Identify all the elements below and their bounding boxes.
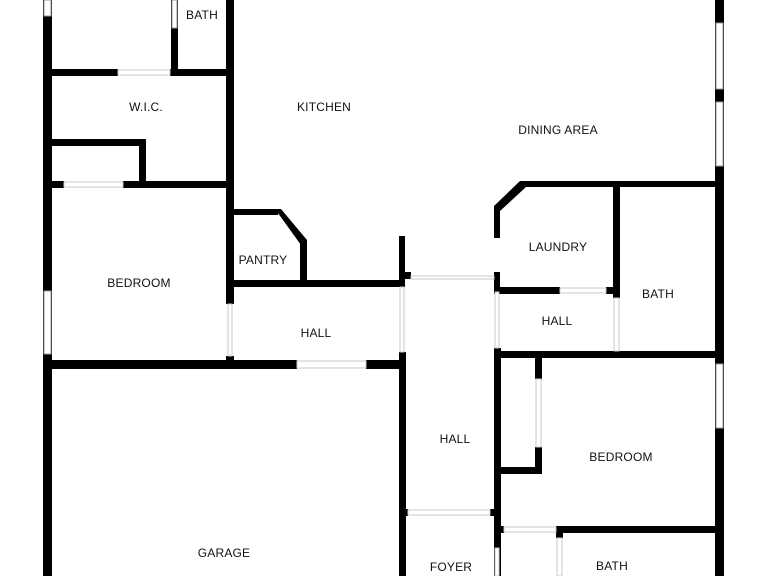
wall-pantry-top (230, 209, 278, 215)
wall-closet-right-top (535, 351, 542, 379)
wall-bath-bottom-left (556, 526, 563, 538)
wall-hall-right-lower (494, 348, 501, 576)
window-bath-top (171, 0, 178, 29)
wall-hall-right-upper (494, 272, 500, 292)
door-wic-closet (63, 181, 124, 188)
wall-wic-top-a (52, 69, 118, 76)
label-garage: GARAGE (198, 546, 251, 560)
label-laundry: LAUNDRY (529, 240, 588, 254)
label-bath-right: BATH (642, 287, 674, 301)
opening-foyer (407, 509, 491, 516)
label-hall-right: HALL (542, 314, 573, 328)
wall-bedroom-right (226, 188, 234, 304)
wall-wic-bottom-b (123, 181, 234, 188)
label-hall-left: HALL (301, 326, 332, 340)
wall-laundry-angle (494, 181, 526, 238)
wall-bath-bottom-top-a (494, 526, 504, 533)
windows (43, 0, 724, 429)
door-laundry (559, 287, 607, 294)
room-labels: BATH W.I.C. KITCHEN DINING AREA LAUNDRY … (107, 8, 674, 574)
wall-bath-top-right (226, 0, 234, 188)
door-closet-right (535, 378, 542, 448)
wall-bedroom-hall-stub (226, 356, 234, 369)
door-wic (117, 69, 171, 76)
wall-wic-closet-side (139, 139, 146, 187)
wall-laundry-top (520, 181, 724, 187)
wall-outer-left (43, 0, 52, 576)
label-hall-center: HALL (440, 432, 471, 446)
wall-outer-right (715, 0, 724, 576)
label-foyer: FOYER (430, 560, 472, 574)
wall-hall-left-mid (399, 352, 406, 576)
wall-laundry-bottom-b (606, 287, 620, 294)
label-bath-bottom: BATH (596, 559, 628, 573)
door-foyer-right (494, 547, 500, 576)
wall-laundry-right (613, 181, 620, 298)
label-pantry: PANTRY (239, 253, 288, 267)
wall-laundry-bottom-a (494, 287, 560, 294)
door-bath-bottom-side (556, 537, 563, 576)
walls (43, 0, 724, 576)
label-bath-top: BATH (186, 8, 218, 22)
wall-bath-bottom-top-b (556, 526, 724, 533)
door-bedroom-left (227, 303, 233, 357)
wall-wic-bottom-a (52, 181, 64, 188)
wall-pantry-bottom (230, 280, 402, 287)
label-bedroom-right: BEDROOM (589, 450, 652, 464)
label-dining-area: DINING AREA (518, 123, 598, 137)
door-bath-right (613, 297, 620, 352)
window-dining-b (715, 101, 724, 167)
wall-wic-top-b (170, 69, 230, 76)
door-hall-left (399, 286, 405, 353)
wall-wic-closet-top (52, 139, 146, 146)
wall-pantry-angle (275, 209, 307, 245)
window-bedroom-left (43, 290, 52, 355)
wall-pantry-right (300, 240, 307, 284)
door-bath-bottom (503, 526, 557, 533)
wall-garage-top-b (366, 360, 406, 369)
label-kitchen: KITCHEN (297, 100, 351, 114)
wall-closet-right-bottom (494, 467, 542, 474)
opening-hall-top (410, 275, 495, 280)
wall-foyer-top-b (490, 509, 500, 516)
window-bedroom-right (715, 363, 724, 429)
wall-foyer-top-a (399, 509, 408, 516)
wall-hall-left-top (399, 236, 405, 287)
wall-garage-top-a (43, 360, 297, 369)
window-top-left (43, 0, 52, 17)
label-wic: W.I.C. (129, 100, 163, 114)
door-hall-right (494, 291, 500, 349)
door-garage (296, 360, 367, 369)
label-bedroom-left: BEDROOM (107, 276, 170, 290)
wall-bath-top-left (171, 0, 178, 74)
wall-bath-right-bottom (494, 351, 724, 358)
wall-closet-right-lower (535, 447, 542, 474)
wall-hall-notch-left (399, 272, 411, 279)
openings (63, 69, 620, 576)
window-dining-a (715, 22, 724, 90)
